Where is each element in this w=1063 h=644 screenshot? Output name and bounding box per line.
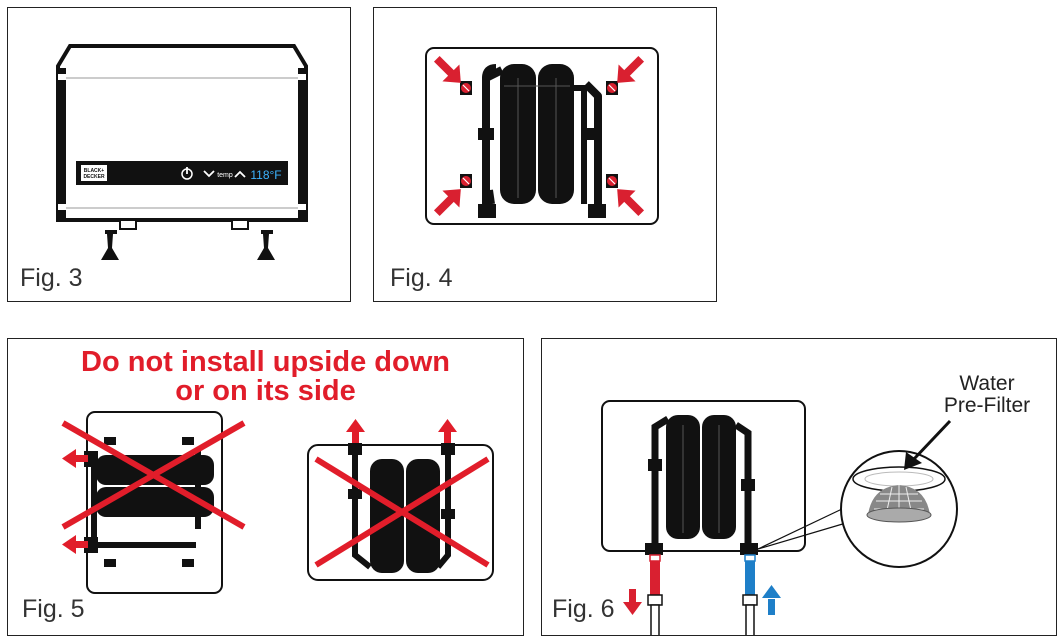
left-fitting: [119, 219, 137, 230]
cold-water-line: [742, 554, 758, 635]
figure-3-panel: BLACK+ DECKER temp 118°F Fig. 3: [7, 7, 351, 302]
water-heater-front-illustration: BLACK+ DECKER temp 118°F: [56, 44, 308, 260]
figure-5-label: Fig. 5: [22, 595, 85, 623]
arrow-top-left-icon: [433, 55, 461, 83]
figure-4-label: Fig. 4: [390, 264, 453, 292]
right-fitting: [231, 219, 249, 230]
callout-arrow-icon: [904, 419, 952, 470]
screw-bottom-left: [460, 174, 472, 188]
screw-top-right: [606, 81, 618, 95]
left-mounting-stand: [101, 230, 119, 260]
callout-line-2: Pre-Filter: [943, 394, 1031, 417]
outlet-fitting: [588, 204, 606, 218]
arrow-top-right-icon: [617, 55, 645, 83]
temperature-readout: 118°F: [250, 168, 281, 182]
heating-cylinders: [666, 415, 736, 539]
heater-right-rail: [298, 68, 306, 218]
orientation-warning-line-2: or on its side: [175, 375, 356, 407]
arrow-bottom-left-icon: [433, 189, 461, 217]
hot-water-line: [647, 554, 663, 635]
arrow-left-lower-icon: [62, 535, 88, 554]
hot-flow-down-arrow-icon: [623, 589, 642, 615]
heating-cylinders: [500, 64, 574, 204]
screw-top-left: [460, 81, 472, 95]
arrow-bottom-right-icon: [617, 189, 645, 217]
figure-4-panel: Fig. 4: [373, 7, 717, 302]
arrow-up-left-icon: [346, 419, 365, 443]
pre-filter-callout: Water Pre-Filter: [922, 373, 1052, 417]
orientation-warning-line-1: Do not install upside down: [81, 346, 450, 378]
incorrect-orientation-illustration: [61, 411, 494, 594]
water-connection-illustration: [601, 400, 958, 635]
cross-out-right-icon: [314, 456, 490, 568]
cold-inlet-fitting: [740, 543, 758, 555]
screw-bottom-right: [606, 174, 618, 188]
chevron-down-icon: [203, 170, 215, 178]
arrow-up-right-icon: [438, 419, 457, 443]
inlet-fitting: [478, 204, 496, 218]
heater-cabinet: [56, 44, 308, 222]
brand-badge: [81, 165, 107, 181]
figure-3-label: Fig. 3: [20, 264, 83, 292]
power-icon: [181, 167, 193, 180]
mounting-screws-illustration: [425, 47, 659, 225]
heater-left-rail: [58, 68, 66, 218]
hot-outlet-fitting: [645, 543, 663, 555]
figure-6-label: Fig. 6: [552, 595, 615, 623]
brand-line-1: BLACK+: [84, 168, 104, 174]
pre-filter-magnifier: [840, 450, 958, 568]
right-mounting-stand: [257, 230, 275, 260]
cross-out-left-icon: [61, 420, 246, 530]
temp-label: temp: [217, 172, 233, 179]
chevron-up-icon: [234, 170, 246, 178]
cold-flow-up-arrow-icon: [762, 585, 781, 615]
arrow-left-upper-icon: [62, 449, 88, 468]
figure-5-panel: Do not install upside down or on its sid…: [7, 338, 524, 636]
callout-line-1: Water: [959, 372, 1015, 395]
brand-line-2: DECKER: [83, 174, 105, 180]
figure-6-panel: Water Pre-Filter Fig. 6: [541, 338, 1057, 636]
